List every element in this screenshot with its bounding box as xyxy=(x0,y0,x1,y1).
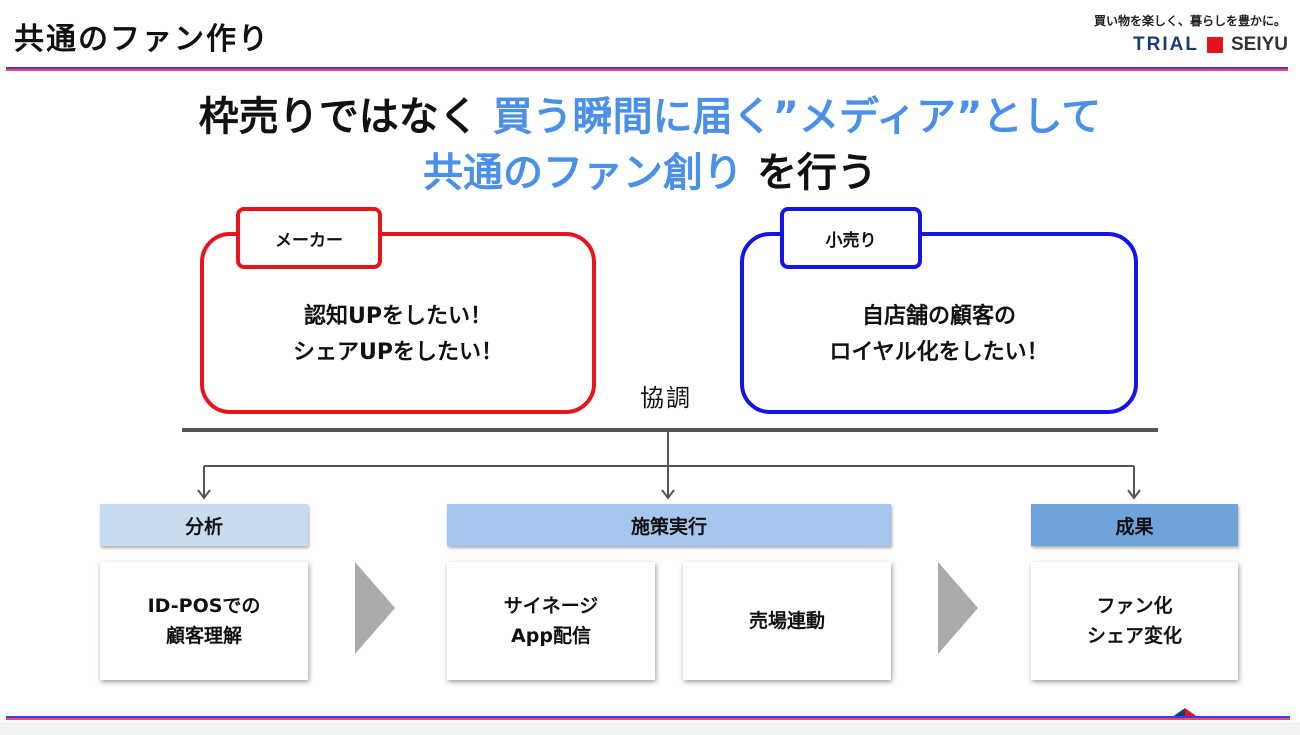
headline-text: 枠売りではなく xyxy=(198,94,479,140)
headline-text: を行う xyxy=(756,150,877,196)
headline-line1: 枠売りではなく 買う瞬間に届く”メディア”として xyxy=(0,84,1300,142)
page-title: 共通のファン作り xyxy=(14,22,270,57)
retail-text: ロイヤル化をしたい！ xyxy=(829,340,1049,365)
tagline: 買い物を楽しく、暮らしを豊かに。 xyxy=(1093,14,1286,28)
card-text: サイネージ xyxy=(503,595,599,617)
logo-trial: TRIAL xyxy=(1133,34,1199,55)
retail-label: 小売り xyxy=(780,207,922,269)
footer-divider xyxy=(6,716,1290,720)
retail-text: 自店舗の顧客の xyxy=(861,304,1016,329)
execution-header: 施策実行 xyxy=(447,504,891,546)
header-divider xyxy=(6,67,1288,71)
logo-square-icon xyxy=(1206,37,1223,53)
maker-box: 認知UPをしたい！ シェアUPをしたい！ xyxy=(200,232,596,414)
chevron-right-icon xyxy=(355,562,395,654)
card-text: シェア変化 xyxy=(1086,625,1182,647)
footer-band xyxy=(0,722,1300,735)
card-text: ID-POSでの xyxy=(147,595,261,617)
logo-seiyu: SEIYU xyxy=(1230,34,1288,55)
headline-line2: 共通のファン創り を行う xyxy=(0,140,1300,198)
card-text: 顧客理解 xyxy=(165,625,242,647)
result-card: ファン化シェア変化 xyxy=(1031,562,1238,680)
maker-text: 認知UPをしたい！ xyxy=(304,304,492,329)
result-header: 成果 xyxy=(1031,504,1238,546)
signage-card: サイネージ App配信 xyxy=(447,562,655,680)
analysis-card: ID-POSでの顧客理解 xyxy=(100,562,308,680)
maker-text: シェアUPをしたい！ xyxy=(293,340,503,365)
card-text: App配信 xyxy=(511,625,591,647)
chevron-right-icon xyxy=(938,562,978,654)
card-text: ファン化 xyxy=(1096,595,1173,617)
maker-label: メーカー xyxy=(236,207,382,269)
analysis-header: 分析 xyxy=(100,504,308,546)
trial-seiyu-logo: TRIAL SEIYU xyxy=(1133,34,1288,56)
headline-highlight: 買う瞬間に届く”メディア”として xyxy=(492,94,1102,140)
store-card: 売場連動 xyxy=(683,562,891,680)
headline-highlight: 共通のファン創り xyxy=(423,150,744,196)
cooperation-label: 協調 xyxy=(640,384,692,412)
